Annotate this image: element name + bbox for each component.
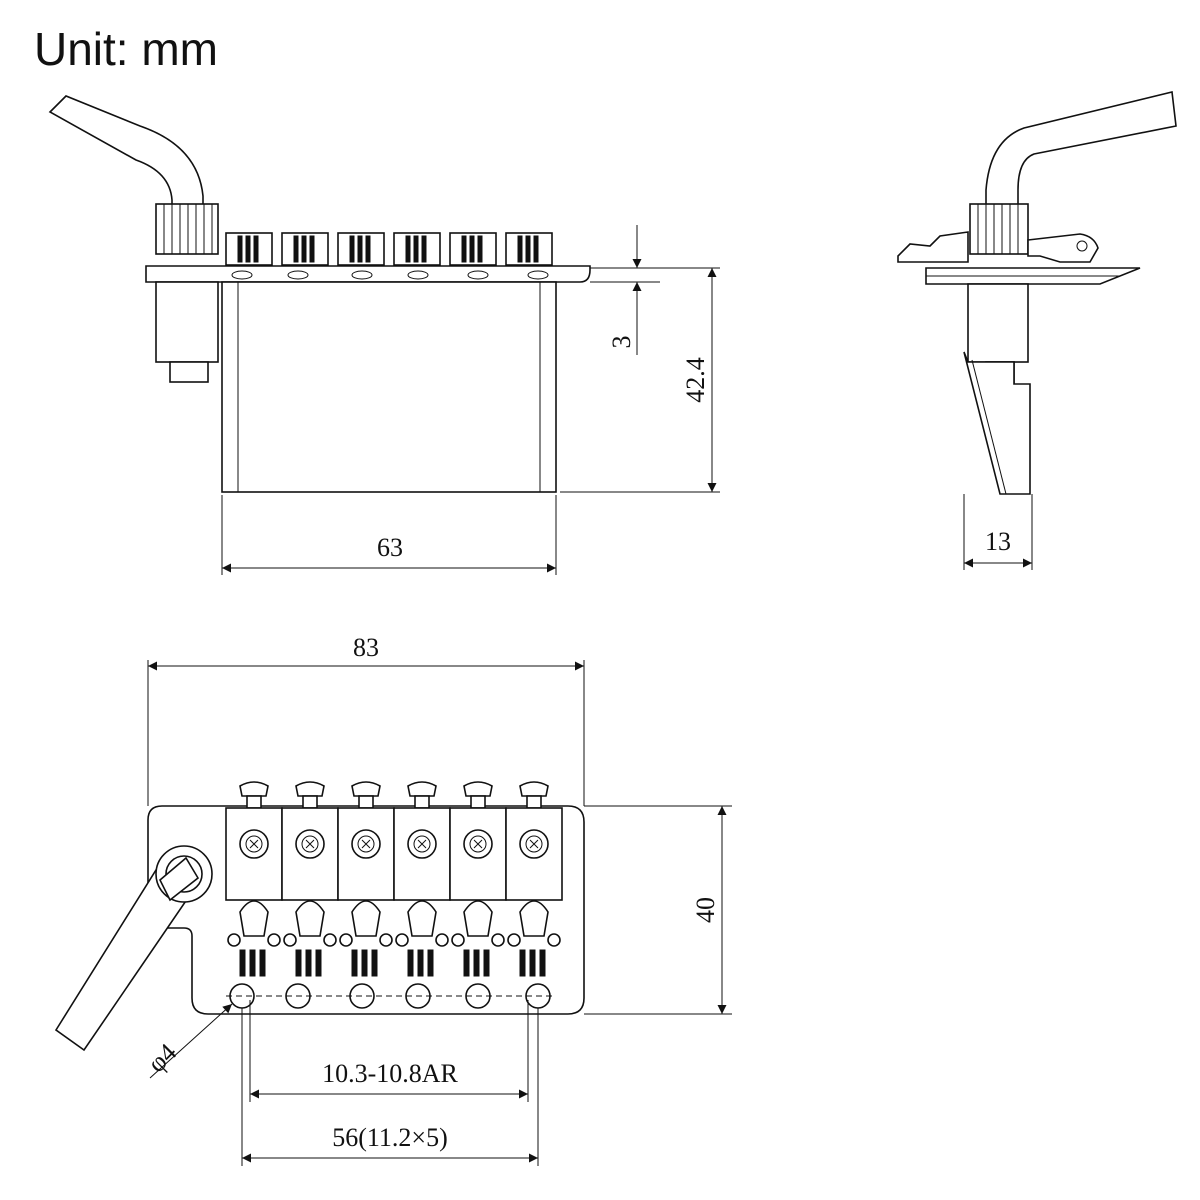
block-width-label: 63 [377, 533, 403, 562]
base-plate [145, 265, 591, 283]
saddles [225, 232, 553, 266]
hole-diameter-label: φ4 [142, 1038, 182, 1078]
side-depth-label: 13 [985, 527, 1011, 556]
saddle-2 [281, 781, 339, 977]
saddle-4 [393, 781, 451, 977]
side-view-dimensions: 13 [963, 494, 1033, 570]
arm-knurled-nut [155, 203, 219, 255]
radius-range-label: 10.3-10.8AR [322, 1059, 458, 1088]
sustain-block [221, 281, 557, 493]
total-height-label: 42.4 [681, 357, 710, 403]
saddle-5 [449, 781, 507, 977]
overall-length-label: 83 [353, 633, 379, 662]
tremolo-arm [48, 95, 204, 207]
front-view-dimensions: 3 42.4 63 [221, 225, 720, 575]
side-sustain-block [963, 351, 1031, 495]
side-view [897, 91, 1177, 495]
side-base-plate [925, 267, 1141, 285]
mounting-holes [226, 983, 556, 1009]
side-saddle-profile [897, 231, 1099, 263]
saddle-1 [225, 781, 283, 977]
arm-socket [155, 281, 219, 383]
top-tremolo-arm [54, 845, 213, 1052]
top-view-dimensions: 83 40 φ4 10.3-10.8AR 56(11.2×5) [142, 633, 732, 1166]
side-knurled-nut [969, 203, 1029, 255]
string-spacing-label: 56(11.2×5) [332, 1123, 448, 1152]
side-tremolo-arm [985, 91, 1177, 207]
top-saddles [225, 781, 563, 977]
top-view [54, 781, 585, 1052]
baseplate-thickness-label: 3 [607, 336, 636, 349]
plate-width-label: 40 [691, 897, 720, 923]
saddle-6 [505, 781, 563, 977]
unit-title: Unit: mm [34, 23, 218, 75]
saddle-3 [337, 781, 395, 977]
front-view [48, 95, 591, 493]
